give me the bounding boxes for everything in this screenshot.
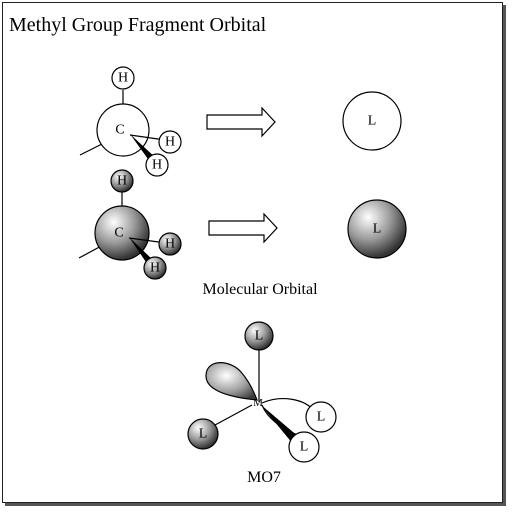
ligand-label-plain: L <box>368 114 377 129</box>
hydrogen-orbital-front <box>143 256 167 280</box>
carbon-atom <box>96 103 150 157</box>
ligand-label-top: L <box>255 329 264 344</box>
ligand-orbital-left <box>187 418 219 450</box>
hydrogen-label-front: H <box>152 158 162 173</box>
methyl-fragment-shaded: C H H H <box>78 169 182 280</box>
hydrogen-label-top: H <box>118 71 128 86</box>
mo7-complex: M L L L L <box>187 321 337 463</box>
hydrogen-atom-right <box>158 130 182 154</box>
hydrogen-label-right: H <box>165 135 175 150</box>
ligand-label-shaded: L <box>373 222 382 237</box>
m-l-bond-left <box>214 404 253 426</box>
wedge-bond <box>260 404 300 444</box>
arrow-right-icon <box>206 106 276 138</box>
metal-label: M <box>253 397 263 409</box>
ligand-label-front: L <box>300 440 309 455</box>
hydrogen-orbital-right <box>158 232 182 256</box>
ligand-label-right: L <box>317 410 326 425</box>
carbon-label: C <box>115 123 124 138</box>
hydrogen-atom-front <box>145 153 169 177</box>
molecular-orbital-caption: Molecular Orbital <box>202 281 318 298</box>
carbon-label: C <box>114 226 123 241</box>
hydrogen-label-front: H <box>150 261 160 276</box>
hydrogen-orbital-top <box>110 169 134 193</box>
figure-title: Methyl Group Fragment Orbital <box>9 14 267 36</box>
m-l-bond-front <box>261 404 301 437</box>
ligand-label-left: L <box>199 427 208 442</box>
ligand-atom-right <box>305 401 337 433</box>
methyl-fragment-plain: C H H H <box>79 66 182 177</box>
ligand-atom-front <box>288 431 320 463</box>
hydrogen-atom-top <box>111 66 135 90</box>
figure-frame <box>2 2 503 503</box>
d-orbital-lobe <box>205 362 258 401</box>
ligand-orbital-shaded <box>347 199 407 259</box>
hydrogen-label-top: H <box>117 174 127 189</box>
hydrogen-label-right: H <box>165 237 175 252</box>
mo7-caption: MO7 <box>247 469 281 486</box>
ligand-orbital-top <box>244 321 274 351</box>
arrow-right-icon <box>208 212 278 244</box>
ligand-atom-plain <box>342 91 402 151</box>
m-l-bond-right <box>261 398 316 413</box>
